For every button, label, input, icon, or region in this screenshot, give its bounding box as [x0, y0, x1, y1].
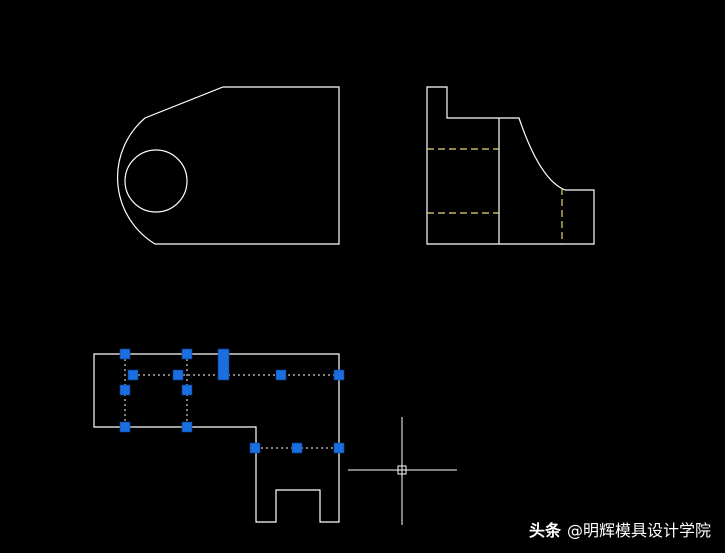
watermark: 头条 @明辉模具设计学院: [529, 517, 711, 541]
grip-handle-icon[interactable]: [333, 442, 345, 454]
grip-handle-icon[interactable]: [333, 369, 345, 381]
grip-handle-icon[interactable]: [249, 442, 261, 454]
front-view-hole[interactable]: [124, 149, 188, 213]
grip-handle-icon[interactable]: [119, 384, 131, 396]
side-view[interactable]: [426, 86, 595, 245]
grip-handle-icon[interactable]: [127, 369, 139, 381]
grip-handle-icon[interactable]: [119, 348, 131, 360]
grip-handle-icon[interactable]: [172, 369, 184, 381]
watermark-source: 头条: [528, 521, 561, 540]
crosshair-cursor-icon: [348, 417, 457, 525]
grip-handle-icon[interactable]: [291, 442, 303, 454]
grip-handle-icon[interactable]: [181, 421, 193, 433]
grip-handle-icon[interactable]: [181, 384, 193, 396]
grip-handle-icon[interactable]: [275, 369, 287, 381]
watermark-author: @明辉模具设计学院: [566, 521, 711, 540]
grip-handle-icon[interactable]: [217, 348, 230, 381]
top-view-outline[interactable]: [93, 353, 340, 523]
grip-handle-icon[interactable]: [119, 421, 131, 433]
grip-handle-icon[interactable]: [181, 348, 193, 360]
selected-dashed-lines[interactable]: [124, 354, 339, 449]
side-view-outline[interactable]: [426, 86, 595, 245]
front-view[interactable]: [117, 86, 340, 245]
grip-handles[interactable]: [119, 348, 345, 454]
top-view[interactable]: [93, 353, 340, 523]
front-view-outline[interactable]: [117, 86, 340, 245]
